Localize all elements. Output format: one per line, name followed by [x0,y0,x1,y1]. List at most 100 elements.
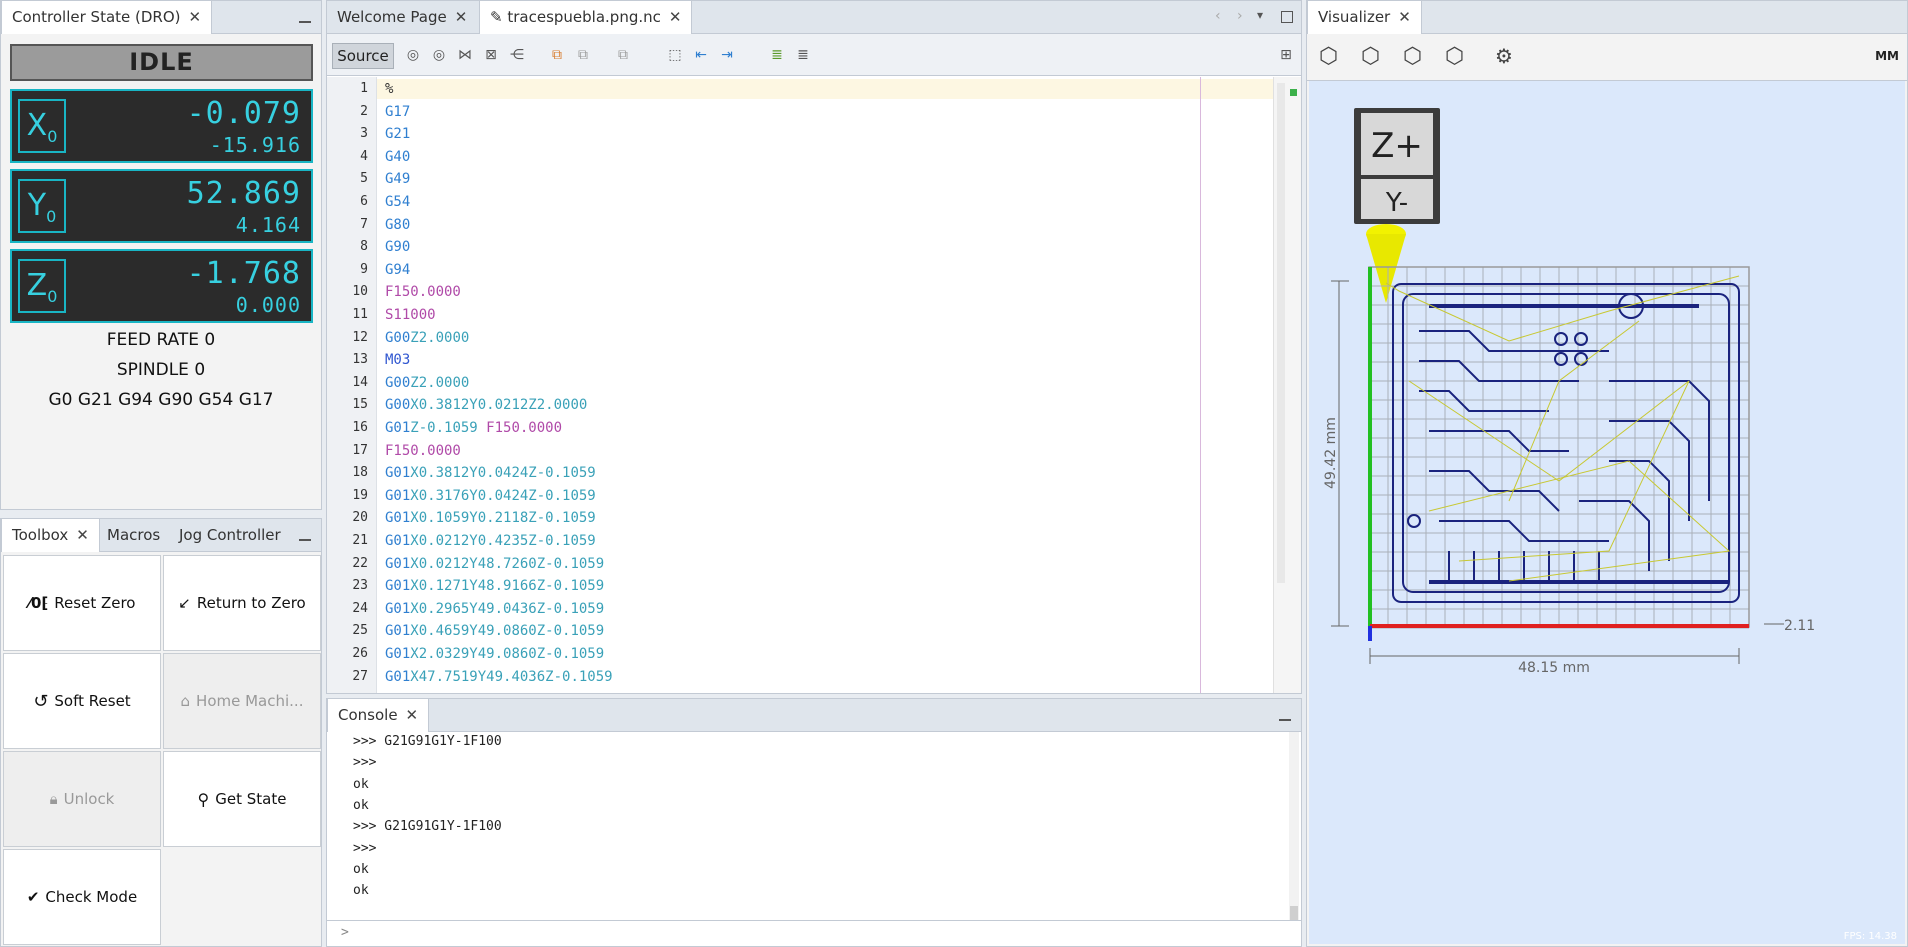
shift-right-icon[interactable]: ⇥ [721,47,733,63]
shrink-icon[interactable]: ⊠ [485,47,497,63]
code-line[interactable]: G01Z-0.1059 F150.0000 [385,420,562,436]
minimize-icon[interactable] [299,21,311,23]
code-line[interactable]: G80 [385,217,410,233]
axis-z-zero-button[interactable]: Z0 [18,259,66,313]
code-line[interactable]: G17 [385,104,410,120]
code-line[interactable]: F150.0000 [385,443,461,459]
close-icon[interactable]: ✕ [188,8,202,26]
tab-welcome-page[interactable]: Welcome Page✕ [327,1,477,34]
code-line[interactable]: G01X47.7519Y49.4036Z-0.1059 [385,669,613,685]
mirror-icon[interactable]: ⋈ [458,47,472,63]
code-line[interactable]: G01X0.1271Y48.9166Z-0.1059 [385,578,604,594]
code-line[interactable]: G01X0.2965Y49.0436Z-0.1059 [385,601,604,617]
code-line[interactable]: G01X0.0212Y48.7260Z-0.1059 [385,556,604,572]
axis-x-zero-button[interactable]: X0 [18,99,66,153]
tab-jog-controller[interactable]: Jog Controller [179,526,281,544]
code-line[interactable]: G01X2.0329Y49.0860Z-0.1059 [385,646,604,662]
search-icon: ⚲ [197,789,210,809]
home-machine-button[interactable]: ⌂Home Machi... [163,653,321,749]
code-line[interactable]: G00Z2.0000 [385,330,469,346]
shift-left-icon[interactable]: ⇤ [695,47,707,63]
tab-visualizer[interactable]: Visualizer✕ [1307,1,1422,34]
unlock-button[interactable]: 🔒︎Unlock [3,751,161,847]
reset-zero-button[interactable]: ⁄0⁅Reset Zero [3,555,161,651]
view-front-icon[interactable]: ⬡ [1445,44,1465,69]
close-icon[interactable]: ✕ [454,8,468,26]
tab-macros[interactable]: Macros [107,526,161,544]
code-line[interactable]: G94 [385,262,410,278]
minimize-icon[interactable] [1279,719,1291,721]
get-state-button[interactable]: ⚲Get State [163,751,321,847]
tab-console[interactable]: Console✕ [327,699,430,732]
arc-icon[interactable]: ⋲ [510,47,524,63]
view-top-icon[interactable]: ⬡ [1361,44,1381,69]
grid-layout-icon[interactable]: ⊞ [1280,47,1292,63]
code-line[interactable]: G54 [385,194,410,210]
close-icon[interactable]: ✕ [1398,8,1411,26]
soft-reset-button[interactable]: ↺Soft Reset [3,653,161,749]
code-line[interactable]: G01X0.3176Y0.0424Z-0.1059 [385,488,596,504]
close-icon[interactable]: ✕ [76,526,89,544]
check-mode-button[interactable]: ✔Check Mode [3,849,161,945]
code-line[interactable]: G40 [385,149,410,165]
units-toggle[interactable]: MM [1875,49,1899,63]
code-line[interactable]: % [385,81,393,97]
code-line[interactable]: G49 [385,171,410,187]
tab-scroll-left-icon[interactable]: ‹ [1215,8,1221,24]
select-icon[interactable]: ⬚ [668,47,682,63]
code-line[interactable]: G01X0.4659Y49.0860Z-0.1059 [385,623,604,639]
console-command-input[interactable]: > [327,920,1301,946]
toggle-bookmark-icon[interactable]: ⧉ [552,47,562,63]
maximize-icon[interactable] [1281,11,1293,23]
code-line[interactable]: F150.0000 [385,284,461,300]
code-line[interactable]: G01X0.3812Y0.0424Z-0.1059 [385,465,596,481]
tab-toolbox-label: Toolbox [12,526,69,544]
tab-file[interactable]: ✎ tracespuebla.png.nc✕ [479,1,693,34]
code-line[interactable]: G00Z2.0000 [385,375,469,391]
line-number: 17 [352,442,368,458]
code-line[interactable]: M03 [385,352,410,368]
code-token: X0.1271Y48.9166Z-0.1059 [410,578,605,595]
scrollbar-thumb[interactable] [1277,83,1285,583]
code-token: X47.7519Y49.4036Z-0.1059 [410,668,613,685]
cube-yminus-label: Y- [1385,188,1408,218]
code-line[interactable]: G90 [385,239,410,255]
prev-bookmark-icon[interactable]: ⧉ [578,47,588,63]
comment-icon[interactable]: ≣ [771,47,783,63]
tab-toolbox[interactable]: Toolbox ✕ [1,519,100,552]
code-line[interactable]: G00X0.3812Y0.0212Z2.0000 [385,397,587,413]
code-line[interactable]: G01X0.0212Y0.4235Z-0.1059 [385,533,596,549]
axis-y-zero-button[interactable]: Y0 [18,179,66,233]
code-line[interactable]: S11000 [385,307,436,323]
view-iso-icon[interactable]: ⬡ [1319,44,1339,69]
console-line: >>> [353,840,377,856]
code-line[interactable]: G21 [385,126,410,142]
minimize-icon[interactable] [299,539,311,541]
cube-zplus-label: Z+ [1371,126,1423,166]
view-left-icon[interactable]: ⬡ [1403,44,1423,69]
console-scrollbar[interactable] [1289,732,1299,920]
console-line: ok [353,883,369,899]
source-button[interactable]: Source [332,43,394,69]
rotate-left-icon[interactable]: ◎ [406,47,420,63]
next-bookmark-icon[interactable]: ⧉ [618,47,628,63]
return-to-zero-label: Return to Zero [196,594,306,612]
tab-dro[interactable]: Controller State (DRO)✕ [1,1,213,34]
console-scrollbar-thumb[interactable] [1290,906,1298,920]
chevron-down-icon[interactable]: ▾ [1257,8,1264,22]
tab-scroll-right-icon[interactable]: › [1237,8,1243,24]
visualizer-canvas[interactable]: Z+ Y- [1309,81,1905,944]
code-token: G00 [385,397,411,414]
width-dimension: 48.15 mm [1518,660,1590,676]
rotate-right-icon[interactable]: ◎ [432,47,446,63]
uncomment-icon[interactable]: ≣ [797,47,809,63]
settings-cog-icon[interactable]: ⚙ [1495,44,1513,68]
axis-x-label: X [26,108,48,143]
code-line[interactable]: G01X0.1059Y0.2118Z-0.1059 [385,510,596,526]
close-icon[interactable]: ✕ [668,8,682,26]
rapid-moves [1385,275,1740,582]
close-icon[interactable]: ✕ [405,706,419,724]
return-to-zero-button[interactable]: ↙Return to Zero [163,555,321,651]
toolbox-panel: Toolbox ✕ Macros Jog Controller ⁄0⁅Reset … [0,518,322,947]
